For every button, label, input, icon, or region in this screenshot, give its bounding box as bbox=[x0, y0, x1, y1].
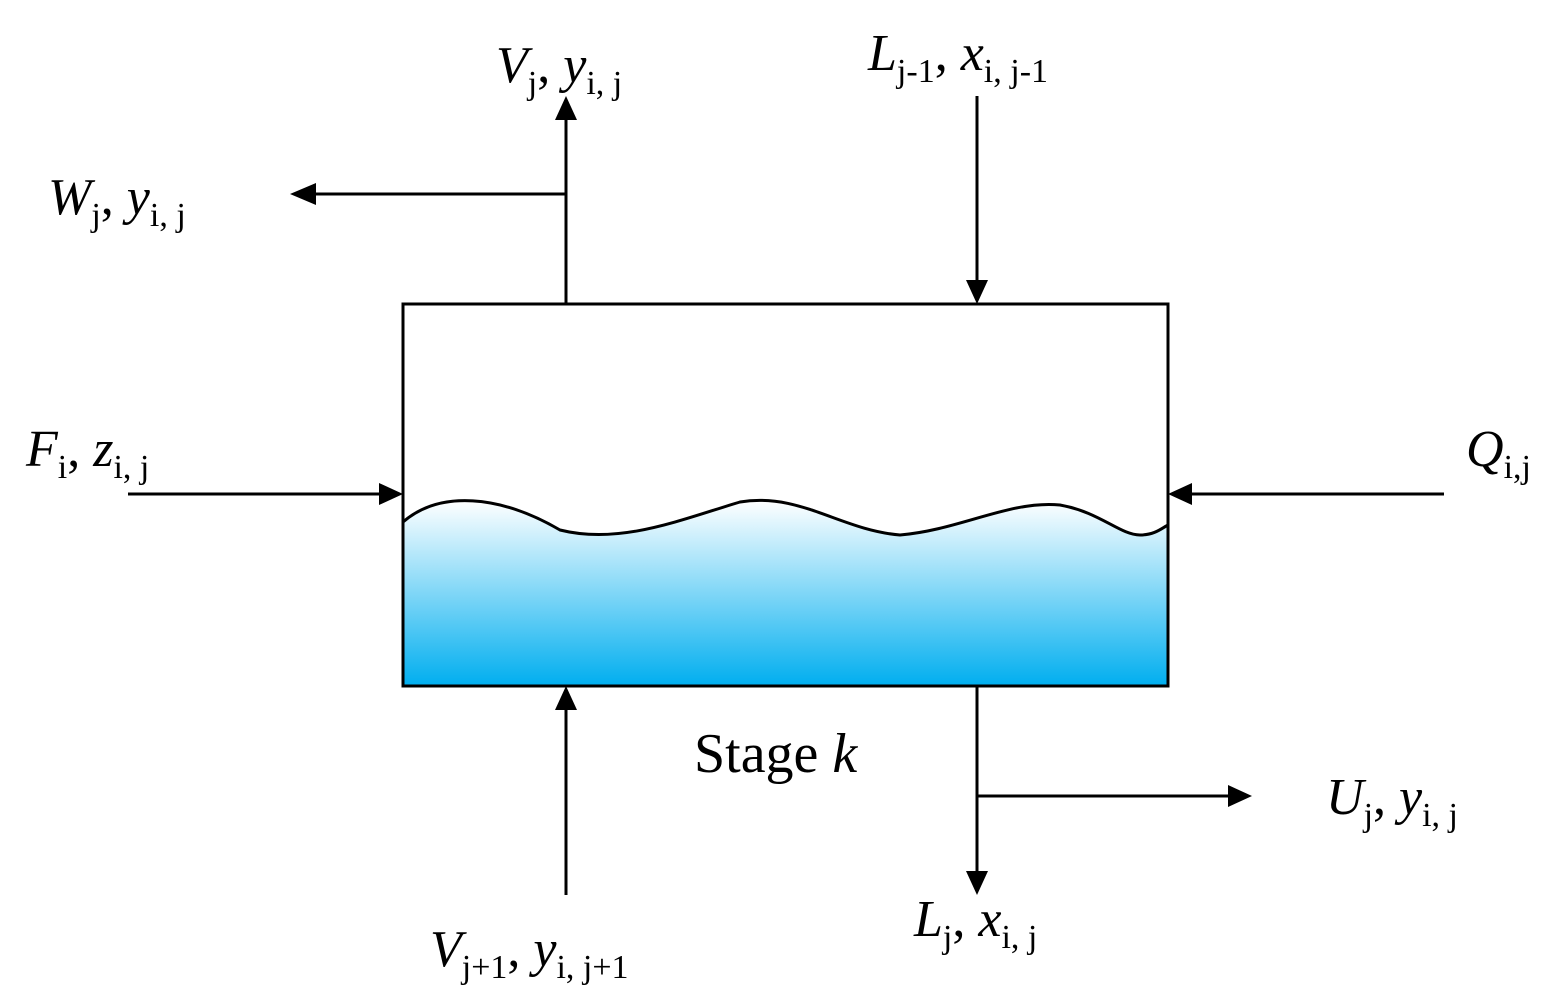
side-liquid-arrowhead bbox=[1228, 785, 1252, 807]
liquid-surface bbox=[402, 498, 1169, 537]
side-liquid-label: Uj, yi, j bbox=[1326, 769, 1459, 834]
liquid-out-label: Lj, xi, j bbox=[914, 891, 1038, 956]
feed-label: Fi, zi, j bbox=[26, 421, 150, 486]
stage-box bbox=[401, 302, 1170, 688]
liquid-out-arrowhead bbox=[966, 871, 988, 895]
liquid-in-label: Lj-1, xi, j-1 bbox=[868, 25, 1049, 90]
feed-arrowhead bbox=[379, 483, 403, 505]
liquid-in-arrowhead bbox=[966, 280, 988, 304]
liquid-body bbox=[403, 500, 1168, 686]
vapor-out-arrowhead bbox=[555, 96, 577, 120]
heat-label: Qi,j bbox=[1466, 421, 1531, 486]
heat-arrowhead bbox=[1168, 483, 1192, 505]
side-vapor-arrowhead bbox=[290, 183, 316, 205]
vapor-out-label: Vj, yi, j bbox=[496, 37, 623, 102]
stage-label: Stage k bbox=[694, 723, 858, 785]
vapor-in-arrowhead bbox=[555, 686, 577, 710]
vapor-in-label: Vj+1, yi, j+1 bbox=[430, 921, 629, 986]
side-vapor-label: Wj, yi, j bbox=[48, 169, 186, 234]
